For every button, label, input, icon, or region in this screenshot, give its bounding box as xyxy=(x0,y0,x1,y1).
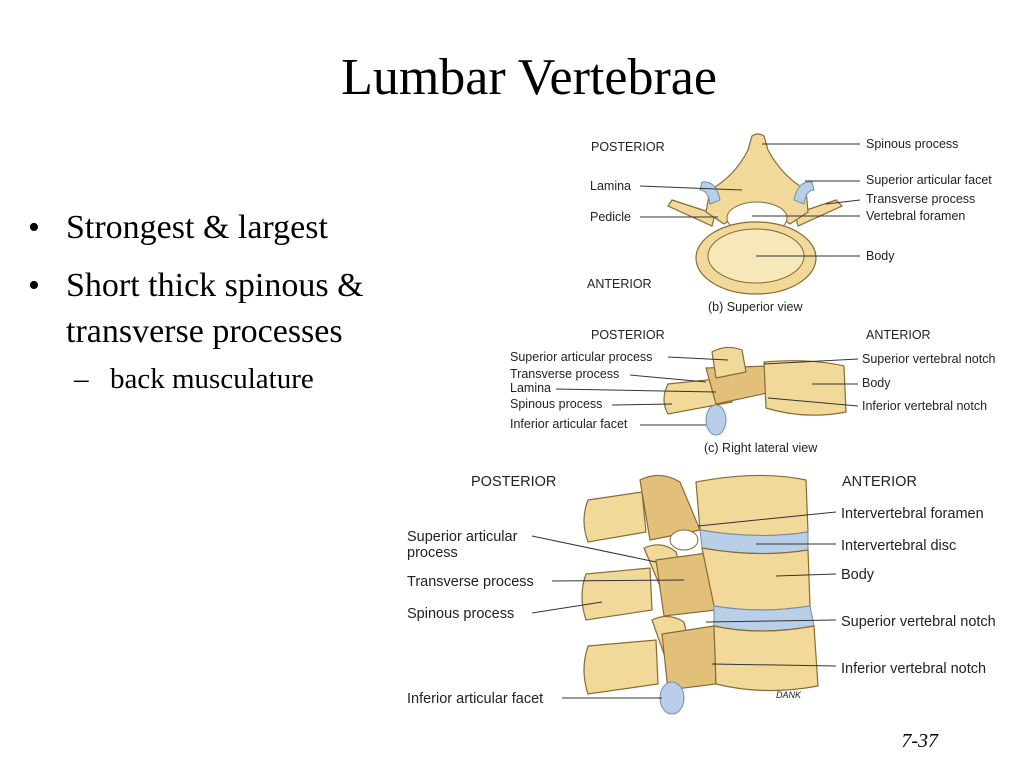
leader-transverse-process-d xyxy=(551,579,685,582)
lateral-view-anterior-label: ANTERIOR xyxy=(866,328,931,342)
articulated-posterior-label: POSTERIOR xyxy=(471,474,556,490)
label-vertebral-foramen-b: Vertebral foramen xyxy=(866,209,965,223)
label-transverse-process-c: Transverse process xyxy=(510,367,619,381)
label-spinous-process-d: Spinous process xyxy=(407,606,514,622)
leader-intervertebral-foramen xyxy=(697,511,837,527)
leader-superior-articular-process xyxy=(667,356,729,361)
label-body-b: Body xyxy=(866,249,895,263)
bullet-dot: • xyxy=(28,267,40,304)
articulated-vertebrae-diagram xyxy=(531,474,837,715)
label-superior-articular-facet-b: Superior articular facet xyxy=(866,173,992,187)
slide-number: 7-37 xyxy=(901,730,938,752)
lower-intervertebral-disc xyxy=(713,605,815,632)
upper-spinous-process xyxy=(583,491,647,543)
bullet-list: • Strongest & largest • Short thick spin… xyxy=(28,205,448,399)
left-superior-articular-facet xyxy=(699,181,721,205)
superior-view-caption: (b) Superior view xyxy=(708,300,803,314)
leader-inferior-vertebral-notch-d xyxy=(711,663,837,667)
bullet-item: • Short thick spinous & transverse proce… xyxy=(28,263,448,355)
label-inferior-vertebral-notch-d: Inferior vertebral notch xyxy=(841,661,986,677)
bullet-text: Strongest & largest xyxy=(66,209,328,246)
sub-bullet-text: back musculature xyxy=(110,363,314,395)
right-transverse-process xyxy=(794,199,844,227)
inferior-articular-facet-c xyxy=(705,404,727,436)
label-superior-articular-process-d-line1: Superior articular xyxy=(407,529,518,545)
bullet-dot: • xyxy=(28,209,40,246)
lower-spinous-process xyxy=(583,639,659,695)
superior-view-posterior-label: POSTERIOR xyxy=(591,140,665,154)
slide-title: Lumbar Vertebrae xyxy=(341,49,717,106)
label-pedicle-b: Pedicle xyxy=(590,210,631,224)
superior-view-diagram xyxy=(639,133,861,295)
label-transverse-process-b: Transverse process xyxy=(866,192,975,206)
leader-body-d xyxy=(775,573,837,577)
vertebral-body-c xyxy=(763,360,847,416)
leader-transverse-process xyxy=(825,199,861,205)
label-lamina-c: Lamina xyxy=(510,381,551,395)
lower-body xyxy=(713,625,819,692)
label-transverse-process-d: Transverse process xyxy=(407,574,534,590)
inferior-articular-facet-d xyxy=(659,681,685,715)
lateral-view-diagram xyxy=(555,346,859,436)
leader-spinous-process-d xyxy=(531,601,603,614)
middle-spinous-process xyxy=(581,567,653,621)
superior-view-anterior-label: ANTERIOR xyxy=(587,277,652,291)
intervertebral-foramen xyxy=(669,529,699,551)
label-superior-vertebral-notch-d: Superior vertebral notch xyxy=(841,614,996,630)
upper-arch xyxy=(639,474,701,541)
leader-inferior-vertebral-notch xyxy=(767,397,859,407)
leader-lamina xyxy=(639,185,743,191)
label-superior-articular-process-c: Superior articular process xyxy=(510,350,652,364)
right-superior-articular-facet xyxy=(793,181,815,205)
upper-body xyxy=(695,474,809,537)
middle-body xyxy=(701,547,811,611)
label-spinous-process-c: Spinous process xyxy=(510,397,602,411)
label-spinous-process-b: Spinous process xyxy=(866,137,958,151)
sub-bullet-dash: – xyxy=(74,363,89,395)
label-inferior-articular-facet-c: Inferior articular facet xyxy=(510,417,628,431)
leader-superior-vertebral-notch-d xyxy=(705,619,837,623)
label-superior-vertebral-notch-c: Superior vertebral notch xyxy=(862,352,995,366)
label-intervertebral-disc-d: Intervertebral disc xyxy=(841,538,956,554)
leader-superior-vertebral-notch xyxy=(763,358,859,365)
label-inferior-vertebral-notch-c: Inferior vertebral notch xyxy=(862,399,987,413)
articulated-anterior-label: ANTERIOR xyxy=(842,474,917,490)
lateral-view-caption: (c) Right lateral view xyxy=(704,441,818,455)
label-body-c: Body xyxy=(862,376,891,390)
label-body-d: Body xyxy=(841,567,875,583)
label-inferior-articular-facet-d: Inferior articular facet xyxy=(407,691,543,707)
lateral-view-posterior-label: POSTERIOR xyxy=(591,328,665,342)
leader-transverse-process-c xyxy=(629,374,707,383)
sub-bullet-item: – back musculature xyxy=(28,359,448,399)
label-superior-articular-process-d-line2: process xyxy=(407,545,458,561)
superior-articular-process-c xyxy=(711,346,747,379)
left-transverse-process xyxy=(667,199,716,227)
leader-lamina-c xyxy=(555,388,717,393)
label-intervertebral-foramen-d: Intervertebral foramen xyxy=(841,506,984,522)
lower-arch xyxy=(661,625,717,691)
label-lamina-b: Lamina xyxy=(590,179,631,193)
bullet-item: • Strongest & largest xyxy=(28,205,448,251)
bullet-text: Short thick spinous & transverse process… xyxy=(66,267,364,350)
leader-spinous-process-c xyxy=(611,403,673,406)
artist-signature: DANK xyxy=(776,690,802,700)
leader-superior-articular-process-d xyxy=(531,535,657,563)
